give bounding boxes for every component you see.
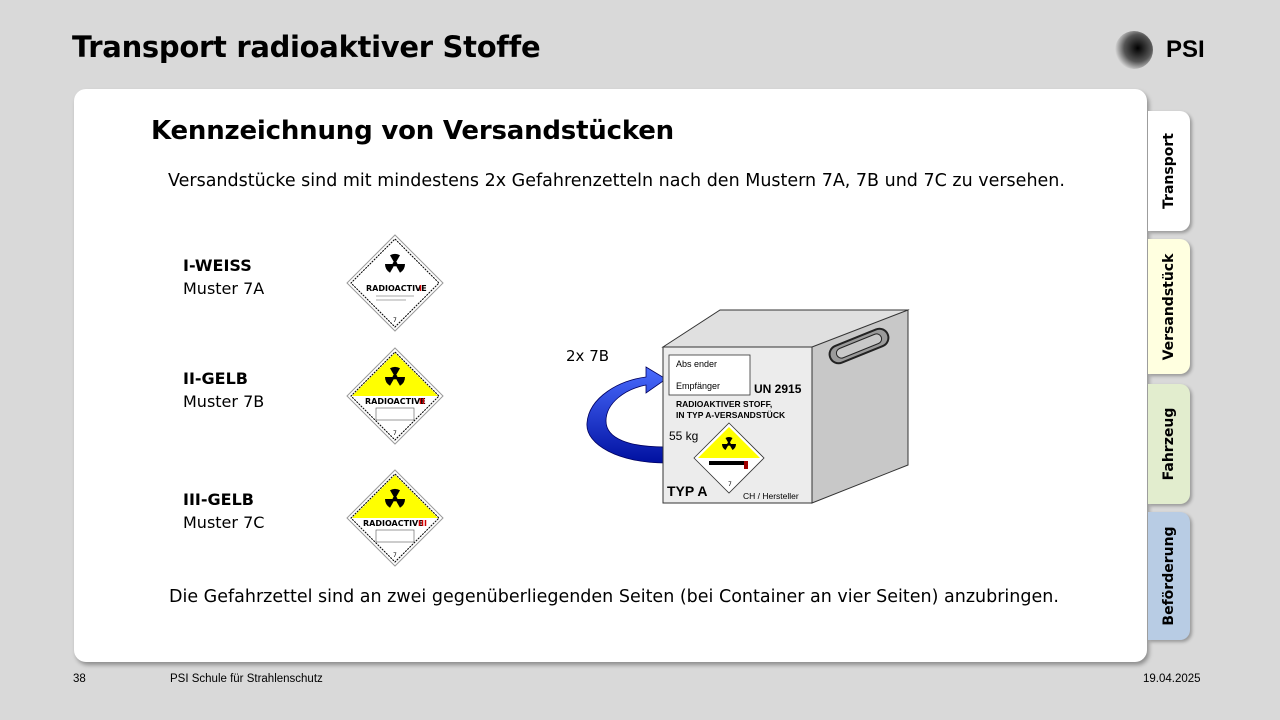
svg-text:I: I <box>419 284 422 293</box>
svg-text:TYP A: TYP A <box>667 483 707 499</box>
svg-text:RADIOACTIVE: RADIOACTIVE <box>366 284 427 293</box>
hazard-label-7a-icon: RADIOACTIVE I 7 <box>346 234 444 332</box>
page-number: 38 <box>73 673 86 685</box>
arrow-label: 2x 7B <box>566 347 610 365</box>
svg-text:UN 2915: UN 2915 <box>754 382 802 396</box>
curved-arrow-icon <box>586 366 667 464</box>
svg-text:RADIOACTIVE: RADIOACTIVE <box>365 397 426 406</box>
footer-school: PSI Schule für Strahlenschutz <box>170 673 323 685</box>
package-hazard-label-icon: 7 <box>693 422 765 494</box>
footer-date: 19.04.2025 <box>1143 673 1201 685</box>
label-muster-7b: Muster 7B <box>183 392 265 411</box>
slide-heading: Kennzeichnung von Versandstücken <box>151 116 674 146</box>
svg-text:RADIOACTIVE: RADIOACTIVE <box>363 519 424 528</box>
psi-logo-text: PSI <box>1166 36 1205 63</box>
tab-label: Beförderung <box>1161 526 1177 626</box>
svg-text:Abs ender: Abs ender <box>676 359 717 369</box>
svg-text:55 kg: 55 kg <box>669 429 698 443</box>
svg-text:IN TYP A-VERSANDSTÜCK: IN TYP A-VERSANDSTÜCK <box>676 410 786 420</box>
tab-label: Transport <box>1161 133 1177 209</box>
tab-label: Versandstück <box>1161 253 1177 360</box>
svg-text:III: III <box>418 519 427 528</box>
tab-transport[interactable]: Transport <box>1148 111 1190 231</box>
trefoil-icon <box>384 253 406 273</box>
svg-text:7: 7 <box>393 552 397 559</box>
svg-text:7: 7 <box>393 317 397 324</box>
trefoil-icon <box>384 366 406 386</box>
label-class-7b: II-GELB <box>183 369 248 388</box>
label-class-7a: I-WEISS <box>183 256 252 275</box>
svg-text:RADIOAKTIVER STOFF,: RADIOAKTIVER STOFF, <box>676 399 772 409</box>
tab-versandstueck[interactable]: Versandstück <box>1148 239 1190 374</box>
page-title: Transport radioaktiver Stoffe <box>72 30 541 64</box>
hazard-label-7b-icon: RADIOACTIVE II 7 <box>346 347 444 445</box>
intro-text: Versandstücke sind mit mindestens 2x Gef… <box>168 171 1065 191</box>
psi-logo <box>1115 31 1153 69</box>
svg-text:II: II <box>419 397 425 406</box>
tab-befoerderung[interactable]: Beförderung <box>1148 512 1190 640</box>
tab-fahrzeug[interactable]: Fahrzeug <box>1148 384 1190 504</box>
svg-text:Empfänger: Empfänger <box>676 381 720 391</box>
tab-label: Fahrzeug <box>1161 407 1177 481</box>
label-muster-7a: Muster 7A <box>183 279 265 298</box>
hazard-label-7c-icon: RADIOACTIVE III 7 <box>346 469 444 567</box>
svg-text:7: 7 <box>728 481 732 488</box>
svg-text:7: 7 <box>393 430 397 437</box>
package-illustration: Abs ender Empfänger UN 2915 RADIOAKTIVER… <box>586 309 910 504</box>
trefoil-icon <box>384 488 406 508</box>
content-card <box>74 89 1147 662</box>
label-class-7c: III-GELB <box>183 490 254 509</box>
outro-text: Die Gefahrzettel sind an zwei gegenüberl… <box>169 587 1059 607</box>
label-muster-7c: Muster 7C <box>183 513 265 532</box>
svg-text:CH / Hersteller: CH / Hersteller <box>743 491 799 501</box>
